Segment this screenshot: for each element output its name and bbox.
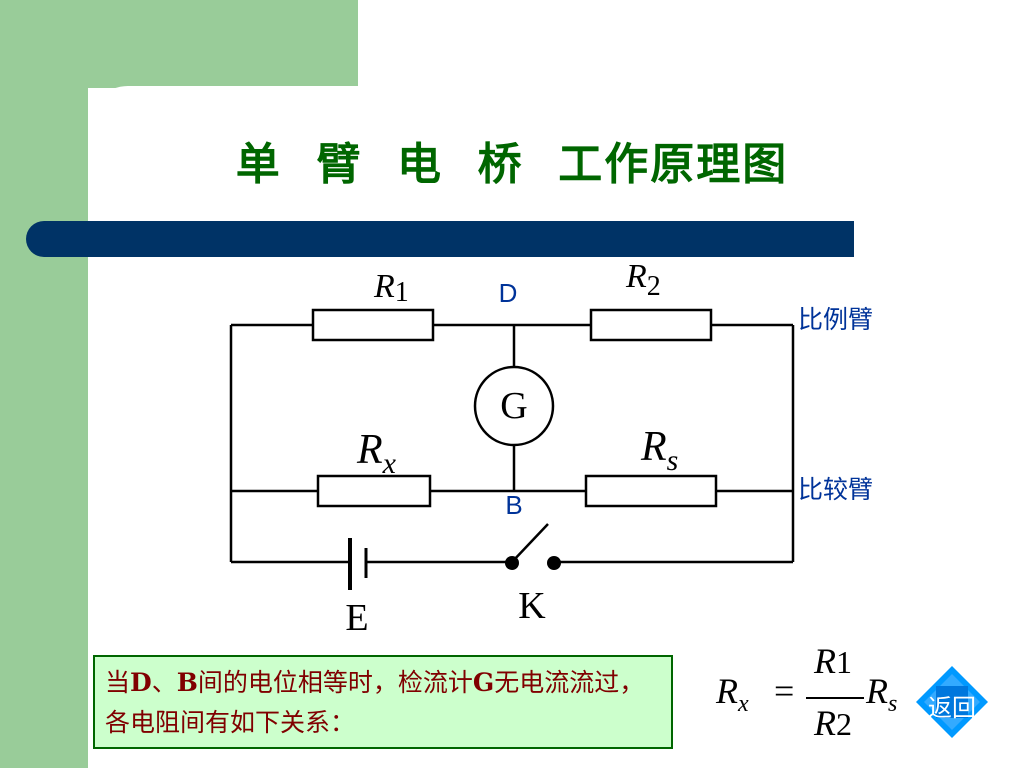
label-rs: Rs [640,424,678,477]
galvanometer-circle [473,365,555,447]
formula-lhs: Rx [716,670,749,718]
formula-numerator: R1 [814,640,852,682]
label-ratio-arm: 比例臂 [798,305,873,334]
formula-den-sub: 2 [836,706,852,742]
note-text-2: 间的电位相等时，检流计 [197,668,473,697]
note-node-d: D [130,668,152,697]
page-title: 单 臂 电 桥 工作原理图 [235,139,789,190]
background-green-left [0,0,88,768]
label-node-d: D [499,278,518,308]
label-rx-main: R [356,427,383,473]
label-r2: R2 [625,258,661,302]
note-text-1: 当 [105,668,131,697]
balance-formula: Rx = R1 R2 Rs [710,640,920,760]
label-rx-sub: x [382,447,397,480]
label-battery: E [345,597,368,639]
resistor-r2 [589,308,713,342]
switch-contact-left [505,556,519,570]
note-separator: 、 [151,668,177,697]
circuit-wires [229,323,795,564]
label-r1: R1 [373,268,409,308]
note-galvanometer: G [472,668,495,697]
formula-fraction-line [806,697,864,699]
switch-contact-right [547,556,561,570]
background-green-top [0,0,358,88]
formula-rhs-main: R [866,671,888,711]
label-r1-sub: 1 [395,277,409,308]
label-r2-main: R [625,258,647,295]
label-r1-main: R [373,268,395,305]
formula-equals: = [774,671,795,711]
return-button-shape [916,666,988,738]
formula-lhs-sub: x [738,691,749,718]
resistor-rx [316,474,432,508]
formula-denominator: R2 [814,702,852,744]
label-compare-arm: 比较臂 [798,475,873,504]
formula-num-sub: 1 [836,644,852,680]
content-panel [88,86,1024,768]
return-button[interactable]: 返回 [914,664,990,740]
resistor-r1 [311,308,435,342]
formula-rhs: Rs [866,670,897,718]
note-node-b: B [176,668,198,697]
formula-rhs-sub: s [888,691,898,718]
resistor-rs [584,474,718,508]
formula-num-main: R [814,641,836,681]
label-node-b: B [505,490,522,520]
formula-den-main: R [814,703,836,743]
return-button-label: 返回 [928,694,976,722]
formula-lhs-main: R [716,671,738,711]
label-rs-sub: s [667,444,679,477]
note-text-3: 无电流流过，各电阻间有如下关系： [105,668,645,737]
label-rx: Rx [356,427,397,480]
label-r2-sub: 2 [647,271,661,302]
label-switch: K [518,585,546,627]
explanation-box: 当D、B间的电位相等时，检流计G无电流流过，各电阻间有如下关系： [93,655,673,749]
battery-symbol [348,538,368,590]
label-galvanometer: G [500,385,527,427]
title-divider-bar [26,221,854,257]
label-rs-main: R [640,424,667,470]
